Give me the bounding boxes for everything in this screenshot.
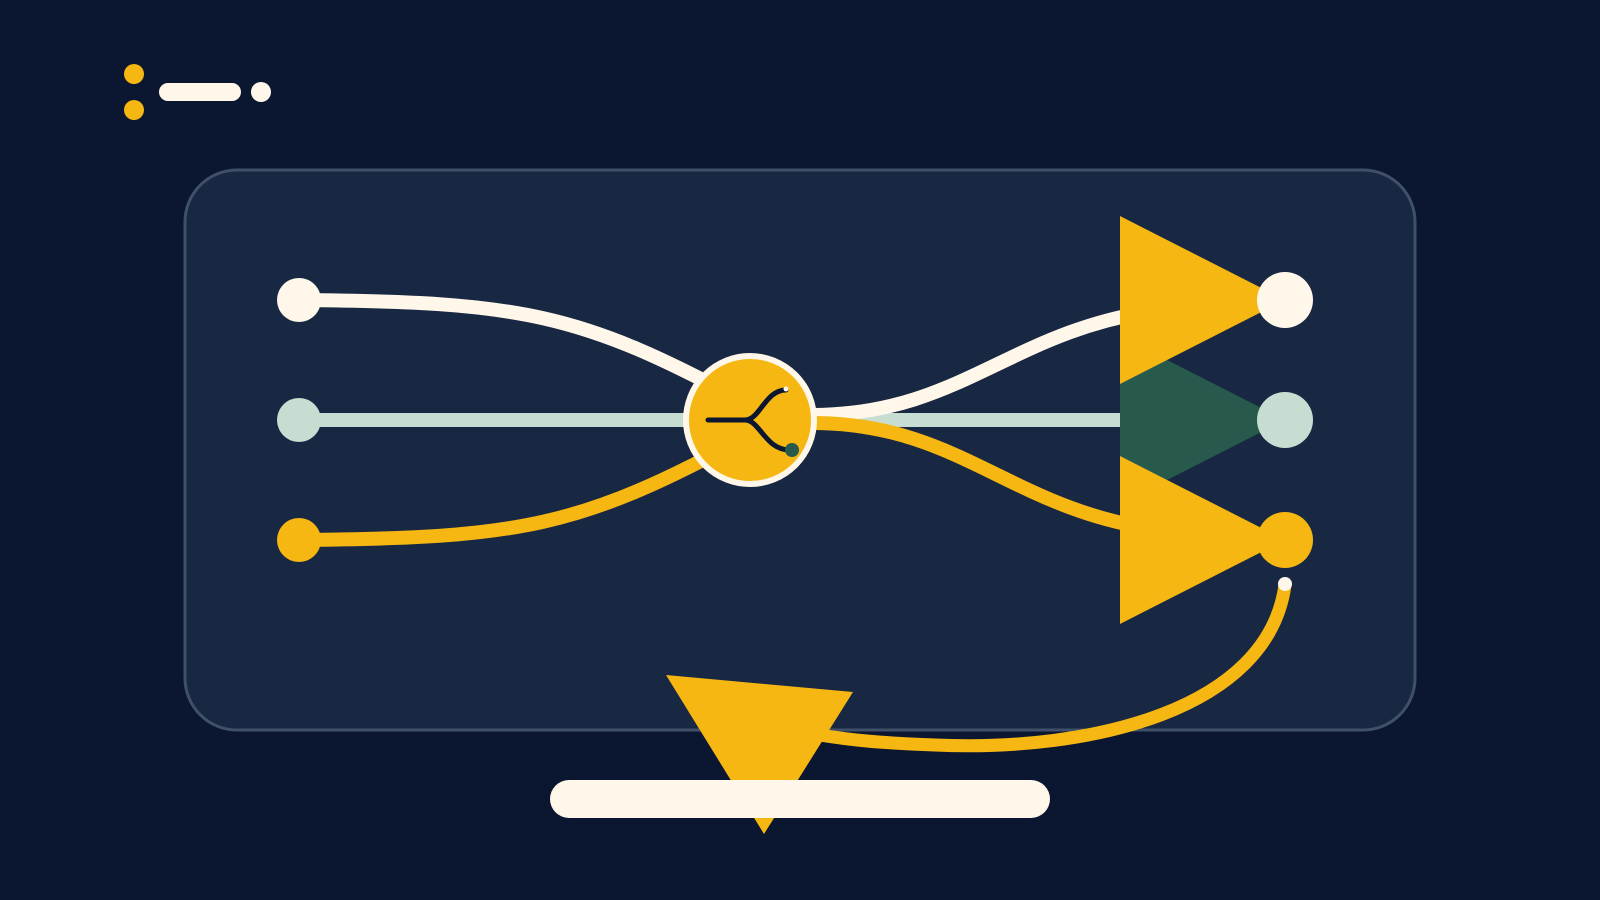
- hub-glyph: [705, 387, 793, 453]
- flow-line-cream-out: [811, 303, 1161, 422]
- logo-dot-bottom: [124, 100, 144, 120]
- output-node-mint: [1257, 392, 1313, 448]
- output-node-cream: [1257, 272, 1313, 328]
- hub-glyph-dot-top: [783, 386, 789, 392]
- merge-split-icon: [683, 353, 817, 487]
- input-node-cream: [277, 278, 321, 322]
- input-node-mint: [277, 398, 321, 442]
- logo-dot-right: [251, 82, 271, 102]
- input-node-yellow: [277, 518, 321, 562]
- logo-dot-top: [124, 64, 144, 84]
- feedback-loop-start-dot: [1278, 577, 1292, 591]
- feedback-loop: [813, 578, 1292, 753]
- arrowhead-icon-cream: [1120, 216, 1285, 384]
- arrowhead-icon-yellow: [1120, 456, 1285, 624]
- output-node-yellow: [1257, 512, 1313, 568]
- hub-glyph-dot-bottom: [785, 443, 799, 457]
- flow-line-cream-in: [299, 293, 754, 412]
- flow-line-yellow-in: [299, 428, 754, 547]
- arrowhead-down-icon: [666, 675, 853, 834]
- brand-logo-icon: [124, 64, 271, 120]
- arrowhead-icon-mint: [1120, 336, 1285, 504]
- flow-line-yellow-out: [811, 416, 1161, 537]
